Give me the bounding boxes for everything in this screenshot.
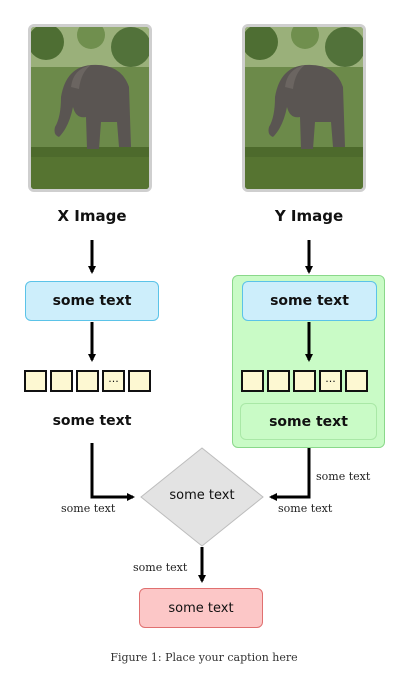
y-branch-box1: some text [242, 281, 377, 321]
vector-cell [128, 370, 151, 392]
vector-cell [241, 370, 264, 392]
y-image [242, 24, 366, 192]
edge-label-right-side: some text [316, 470, 371, 483]
vector-cell [50, 370, 73, 392]
decision-diamond [140, 447, 264, 547]
x-branch-box2: some text [52, 413, 132, 429]
y-branch-vector: ··· [241, 370, 368, 392]
vector-cell-ellipsis: ··· [102, 370, 125, 392]
y-image-label: Y Image [274, 207, 344, 225]
vector-cell-ellipsis: ··· [319, 370, 342, 392]
x-branch-box1: some text [25, 281, 159, 321]
vector-cell [345, 370, 368, 392]
edge-label-output: some text [133, 561, 188, 574]
output-box: some text [139, 588, 263, 628]
x-image-label: X Image [57, 207, 127, 225]
decision-label: some text [169, 488, 235, 503]
x-image [28, 24, 152, 192]
y-branch-box2: some text [240, 403, 377, 440]
vector-cell [293, 370, 316, 392]
figure-caption: Figure 1: Place your caption here [110, 651, 298, 664]
edge-label-right: some text [278, 502, 333, 515]
edge-label-left: some text [61, 502, 116, 515]
vector-cell [24, 370, 47, 392]
vector-cell [267, 370, 290, 392]
vector-cell [76, 370, 99, 392]
x-branch-vector: ··· [24, 370, 151, 392]
